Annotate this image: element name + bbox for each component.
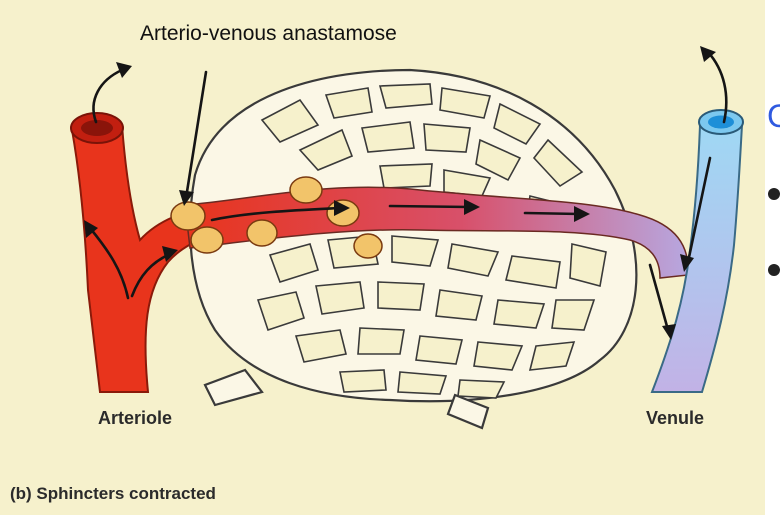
arteriole-label: Arteriole <box>98 408 172 429</box>
venule-label: Venule <box>646 408 704 429</box>
sphincter-icon <box>354 234 382 258</box>
sphincter-icon <box>247 220 277 246</box>
sphincter-icon <box>327 200 359 226</box>
flow-arrow-icon <box>390 206 470 207</box>
sphincter-icon <box>290 177 322 203</box>
slide-heading-fragment: C <box>767 98 780 135</box>
bullet-icon <box>768 264 780 276</box>
figure-caption: (b) Sphincters contracted <box>10 484 216 504</box>
sphincter-icon <box>171 202 205 230</box>
flow-arrow-icon <box>525 213 580 214</box>
bullet-icon <box>768 188 780 200</box>
callout-label: Arterio-venous anastamose <box>140 22 397 46</box>
sphincter-icon <box>191 227 223 253</box>
